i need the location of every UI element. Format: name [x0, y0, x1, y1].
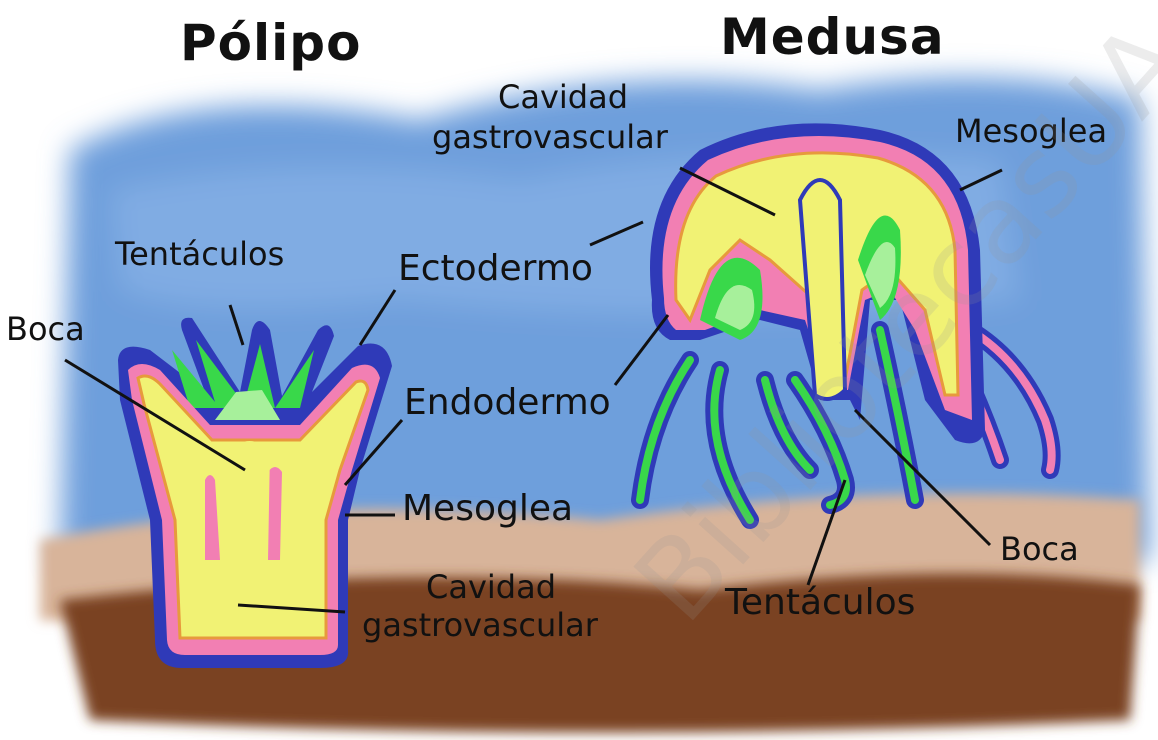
medusa-title: Medusa: [720, 8, 945, 66]
polyp-cavity-label-1: Cavidad: [426, 568, 556, 606]
polyp-cavity-label-2: gastrovascular: [362, 606, 598, 644]
medusa-cavity-label-2: gastrovascular: [432, 118, 668, 156]
medusa-mouth-label: Boca: [1000, 530, 1079, 568]
ectoderm-label: Ectodermo: [398, 248, 593, 289]
polyp-mouth-label: Boca: [6, 310, 85, 348]
polyp-tentacles-label: Tentáculos: [115, 235, 284, 273]
polyp-title: Pólipo: [180, 14, 361, 72]
medusa-cavity-label-1: Cavidad: [498, 78, 628, 116]
polyp-mesoglea-label: Mesoglea: [402, 488, 573, 529]
endoderm-label: Endodermo: [404, 382, 611, 423]
